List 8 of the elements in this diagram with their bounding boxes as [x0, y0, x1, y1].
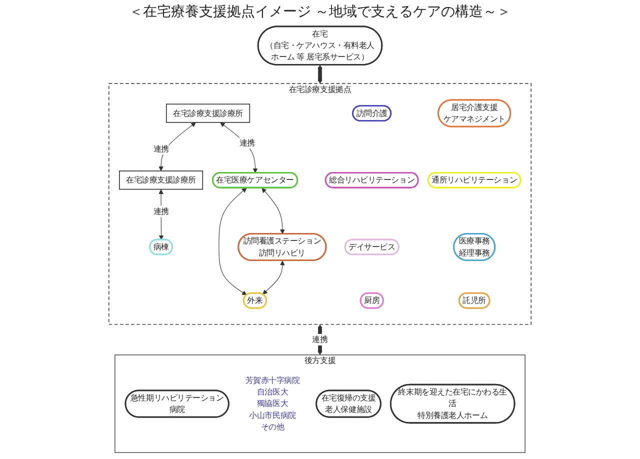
arrow: [158, 122, 196, 172]
arrow: [318, 64, 322, 84]
diagram-title: ＜在宅療養支援拠点イメージ ～地域で支えるケアの構造～＞: [129, 2, 511, 21]
arrow: [262, 188, 285, 234]
arrow: [158, 189, 164, 240]
arrow: [218, 188, 247, 296]
arrow: [262, 260, 285, 294]
arrow: [220, 122, 258, 174]
